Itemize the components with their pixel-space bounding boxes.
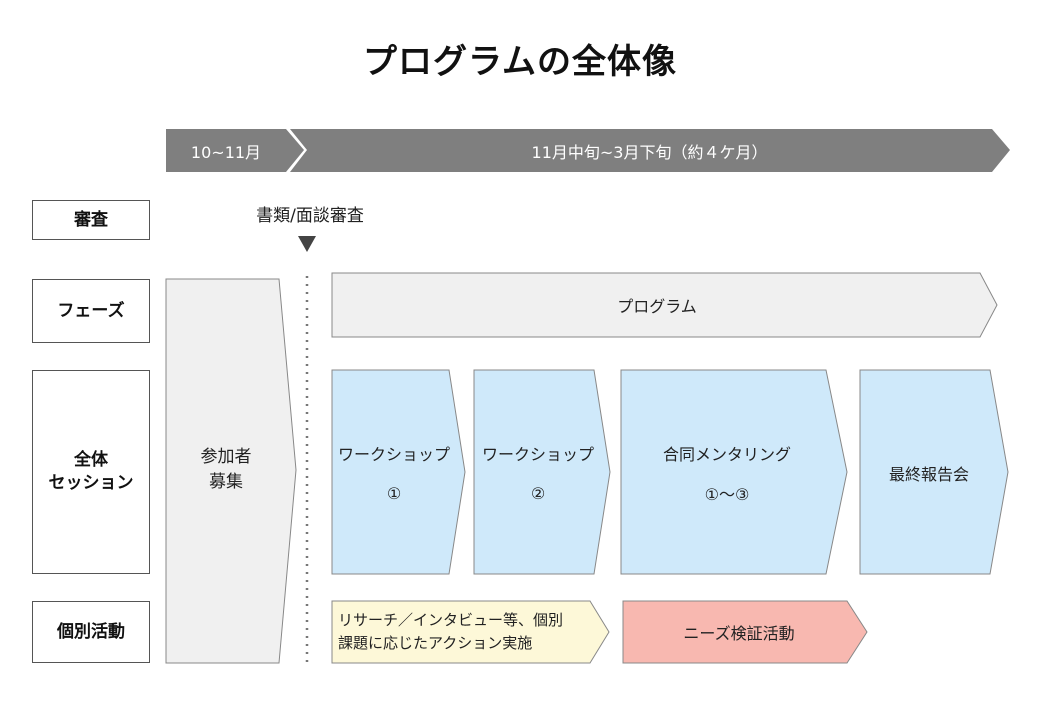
session-ws1-shape	[331, 369, 466, 575]
session-mentoring-number: ①～③	[704, 485, 750, 504]
session-ws2-number: ②	[530, 483, 546, 503]
timeline-period1-arrow	[166, 129, 304, 172]
activity-research-shape	[331, 600, 610, 664]
page-title: プログラムの全体像	[363, 42, 677, 82]
session-mentoring-shape	[620, 369, 848, 575]
phase-program-shape	[331, 272, 998, 338]
session-final-label: 最終報告会	[888, 465, 969, 484]
activity-needs-label: ニーズ検証活動	[683, 624, 795, 643]
session-ws1-title: ワークショップ	[337, 445, 450, 464]
timeline-period2-arrow	[290, 129, 1010, 172]
phase-program-label: プログラム	[617, 297, 697, 316]
session-ws1-number: ①	[386, 483, 402, 503]
timeline-period1-label: 10~11月	[190, 142, 262, 162]
activity-research-label: リサーチ／インタビュー等、個別 課題に応じたアクション実施	[338, 610, 564, 652]
recruit-label: 参加者 募集	[200, 447, 252, 492]
row-label-individual: 個別活動	[32, 601, 150, 663]
session-ws2-shape	[473, 369, 611, 575]
row-label-review: 審査	[32, 200, 150, 240]
row-label-phase: フェーズ	[32, 279, 150, 343]
timeline-period2-label: 11月中旬~3月下旬（約４ケ月）	[531, 142, 768, 162]
row-label-session: 全体 セッション	[32, 370, 150, 574]
activity-needs-shape	[622, 600, 868, 664]
session-mentoring-title: 合同メンタリング	[662, 445, 791, 464]
review-marker-icon	[298, 236, 316, 252]
session-final-shape	[859, 369, 1009, 575]
review-event-label: 書類/面談審査	[256, 205, 364, 226]
recruit-shape	[165, 278, 297, 664]
session-ws2-title: ワークショップ	[481, 445, 594, 464]
